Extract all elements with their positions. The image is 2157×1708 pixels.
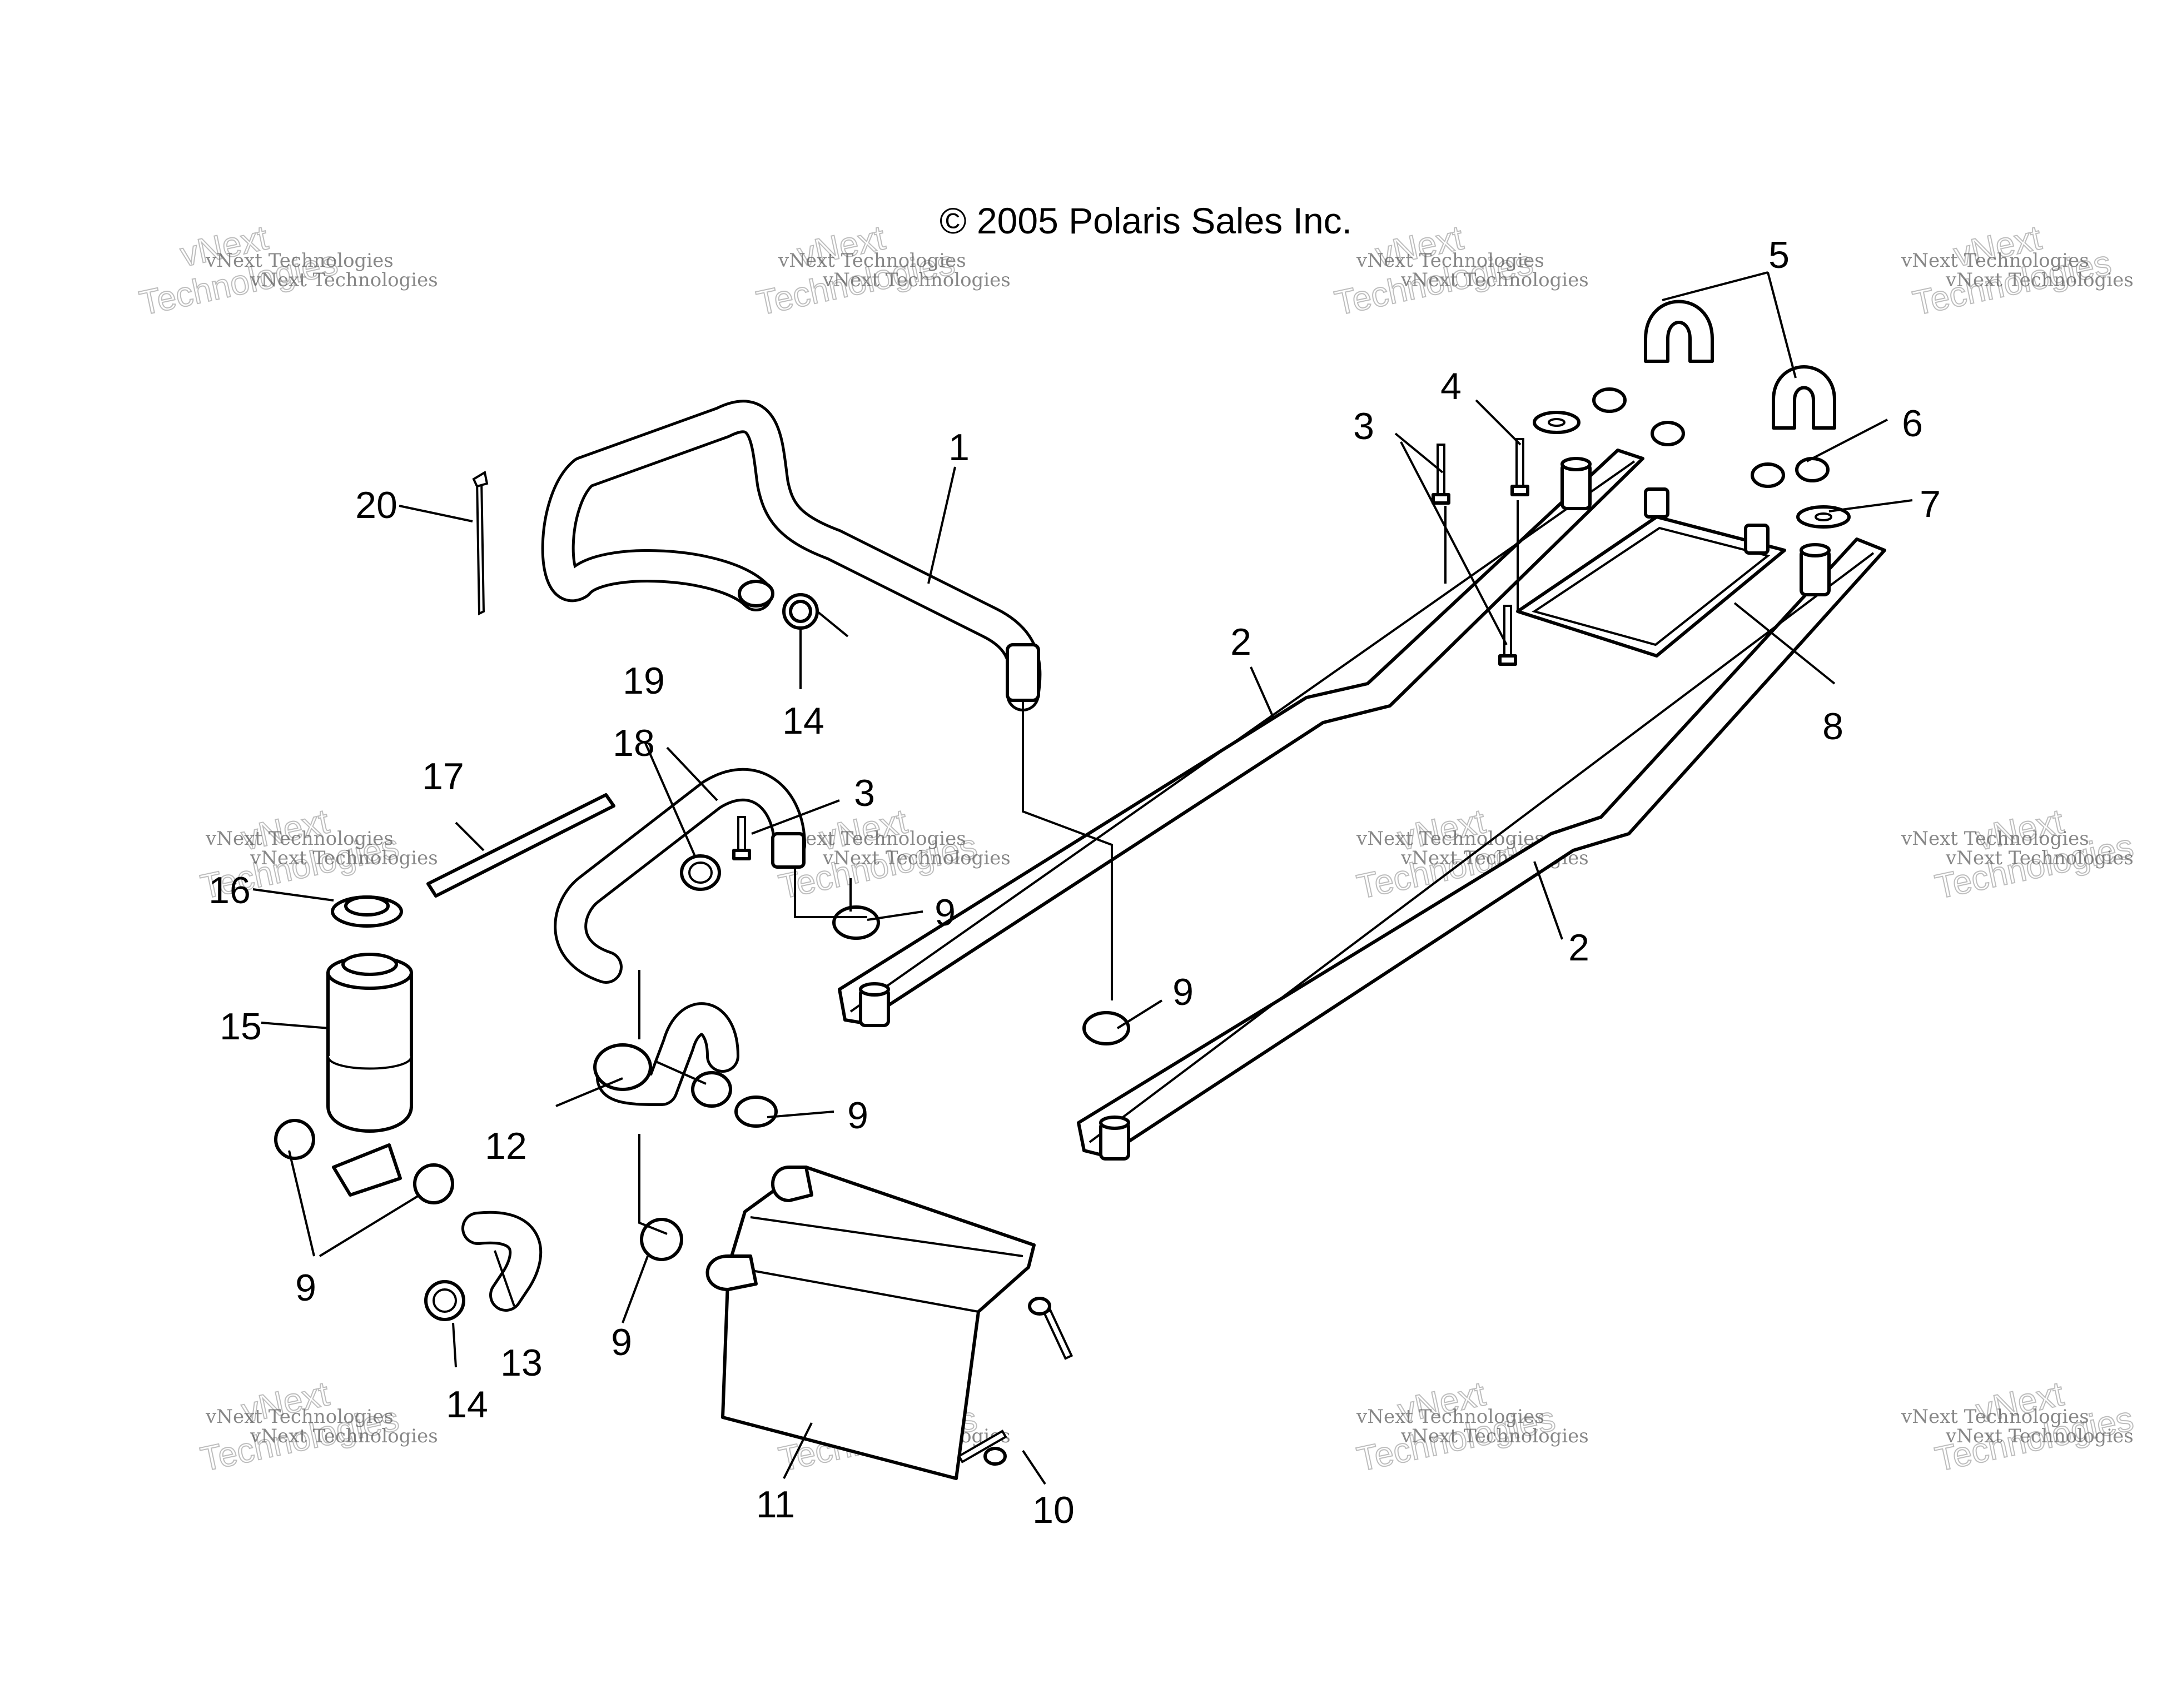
connection-lines xyxy=(638,500,1519,1235)
watermark-small: vNext Technologies xyxy=(778,250,966,272)
watermark-small: vNext Technologies xyxy=(250,1425,438,1447)
watermark-small: vNext Technologies xyxy=(1945,269,2134,291)
part-7-washers xyxy=(1533,411,1851,529)
watermark-small: vNext Technologies xyxy=(1356,1406,1544,1428)
callout-2-upper: 2 xyxy=(1230,621,1251,663)
watermark-small: vNext Technologies xyxy=(1945,1425,2134,1447)
callout-14-bottom: 14 xyxy=(446,1383,488,1426)
part-10-fasteners xyxy=(957,1297,1073,1466)
callout-8: 8 xyxy=(1822,705,1843,748)
callout-10: 10 xyxy=(1032,1489,1075,1531)
callout-7: 7 xyxy=(1920,483,1941,525)
part-17-tube xyxy=(426,793,615,898)
watermark-small: vNext Technologies xyxy=(1400,269,1589,291)
watermark-small: vNext Technologies xyxy=(778,828,966,850)
callout-20: 20 xyxy=(355,484,397,526)
part-5-u-hoses xyxy=(1644,300,1836,430)
part-2-heat-exchanger-lower xyxy=(1077,537,1886,1161)
watermark-small: vNext Technologies xyxy=(1901,828,2089,850)
part-14-clamp-top xyxy=(782,593,849,638)
part-15-reservoir xyxy=(326,953,413,1197)
callout-3-top: 3 xyxy=(1353,405,1374,447)
watermark-small: vNext Technologies xyxy=(250,847,438,869)
part-2-heat-exchanger-upper xyxy=(838,449,1644,1027)
part-14-clamp-bottom xyxy=(424,1280,465,1321)
watermark-small: vNext Technologies xyxy=(205,828,394,850)
part-4-bolt xyxy=(1510,438,1529,496)
callout-14-top: 14 xyxy=(782,700,824,742)
watermark-small: vNext Technologies xyxy=(205,1406,394,1428)
callout-9-bottom: 9 xyxy=(611,1321,632,1363)
callout-11: 11 xyxy=(756,1483,796,1526)
callout-2-lower: 2 xyxy=(1568,927,1589,969)
part-20-rod xyxy=(472,470,489,616)
watermark-small: vNext Technologies xyxy=(1356,828,1544,850)
callout-5: 5 xyxy=(1768,234,1790,276)
part-18-clamp xyxy=(680,854,721,891)
watermark-small: vNext Technologies xyxy=(1400,1425,1589,1447)
callout-4: 4 xyxy=(1440,365,1462,407)
callout-13: 13 xyxy=(500,1342,543,1384)
watermark-small: vNext Technologies xyxy=(205,250,394,272)
callout-1: 1 xyxy=(948,426,970,469)
callout-9-left: 9 xyxy=(295,1267,316,1309)
callout-15: 15 xyxy=(220,1005,262,1048)
callout-16: 16 xyxy=(208,869,251,912)
callout-17: 17 xyxy=(422,755,464,798)
watermark-small: vNext Technologies xyxy=(1901,1406,2089,1428)
part-9-clamps xyxy=(274,905,1130,1261)
watermark-small: vNext Technologies xyxy=(250,269,438,291)
part-6-clamps xyxy=(1592,387,1830,488)
callout-19: 19 xyxy=(623,660,665,702)
callout-12: 12 xyxy=(485,1125,527,1167)
part-3-bolt-middle xyxy=(732,816,751,860)
callout-9-right: 9 xyxy=(1172,971,1194,1013)
watermark-small: vNext Technologies xyxy=(1945,847,2134,869)
callout-6: 6 xyxy=(1902,402,1923,445)
callout-18: 18 xyxy=(613,722,655,764)
watermark-small: vNext Technologies xyxy=(1901,250,2089,272)
callout-3-middle: 3 xyxy=(854,772,875,814)
callout-9-center: 9 xyxy=(847,1094,868,1137)
part-13-elbow xyxy=(461,1211,543,1312)
watermark-small: vNext Technologies xyxy=(1356,250,1544,272)
leader-lines xyxy=(252,271,1913,1485)
copyright-text: © 2005 Polaris Sales Inc. xyxy=(940,200,1352,241)
part-11-front-exchanger xyxy=(705,1166,1036,1480)
callout-9-upper-middle: 9 xyxy=(935,892,956,934)
part-12-elbow-hose xyxy=(593,1002,739,1108)
part-16-cap xyxy=(331,895,403,928)
part-3-bolts-top xyxy=(1432,444,1517,666)
watermark-small: vNext Technologies xyxy=(822,269,1011,291)
callout-labels: 1 2 2 3 3 4 5 6 7 8 9 9 9 9 9 10 11 12 1… xyxy=(208,234,1941,1531)
watermark-small: vNext Technologies xyxy=(822,847,1011,869)
part-8-plate xyxy=(1516,487,1786,658)
part-1-hose xyxy=(541,400,1042,711)
